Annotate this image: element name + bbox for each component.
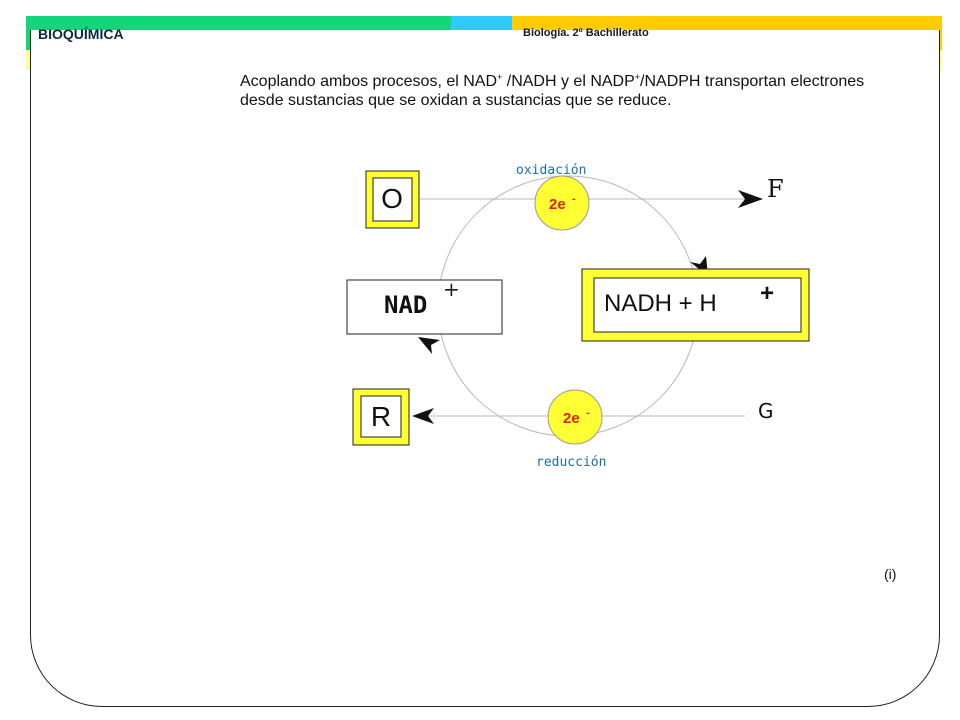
intro-superscript-2: + [634,72,641,82]
electron-top-label: 2e [549,196,566,213]
electron-circle-bottom [547,389,603,445]
oxidation-label: oxidación [516,163,586,178]
intro-superscript-1: + [497,72,503,82]
box-NAD-plus: + [443,277,460,301]
reduction-label: reducción [536,455,606,470]
header-title: BIOQUÍMICA [38,26,124,42]
electron-bottom-label: 2e [563,410,580,427]
box-R-label: R [371,401,391,432]
label-F: F [767,175,784,203]
box-NADH-plus: + [760,280,774,307]
box-R-inner [360,395,402,438]
slide-frame [30,30,940,707]
box-O-inner [372,177,413,222]
box-NAD-label: NAD [384,291,427,319]
arrow-to-R-icon [412,408,434,424]
intro-text-3: /NADPH transportan electrones desde sust… [240,73,865,109]
arrow-to-F-icon [738,190,763,208]
header-subtitle: Biología. 2º Bachillerato [523,27,649,39]
box-O-label: O [381,183,403,214]
box-NADH-label: NADH + H [604,290,717,317]
intro-text-1: Acoplando ambos procesos, el NAD [240,73,498,90]
electron-circle-top [534,175,590,231]
footnote-label: (i) [884,566,897,582]
intro-text-2: /NADH y el NADP [502,73,635,90]
header-strip-mask [210,50,938,70]
electron-bottom-sign: - [586,407,590,419]
box-NAD [346,279,503,335]
intro-paragraph: Acoplando ambos procesos, el NAD+ /NADH … [240,68,880,110]
box-NADH-inner [593,277,802,333]
cycle-arrow-left-icon [418,337,440,354]
electron-top-sign: - [572,193,576,205]
label-G: G [758,399,774,423]
